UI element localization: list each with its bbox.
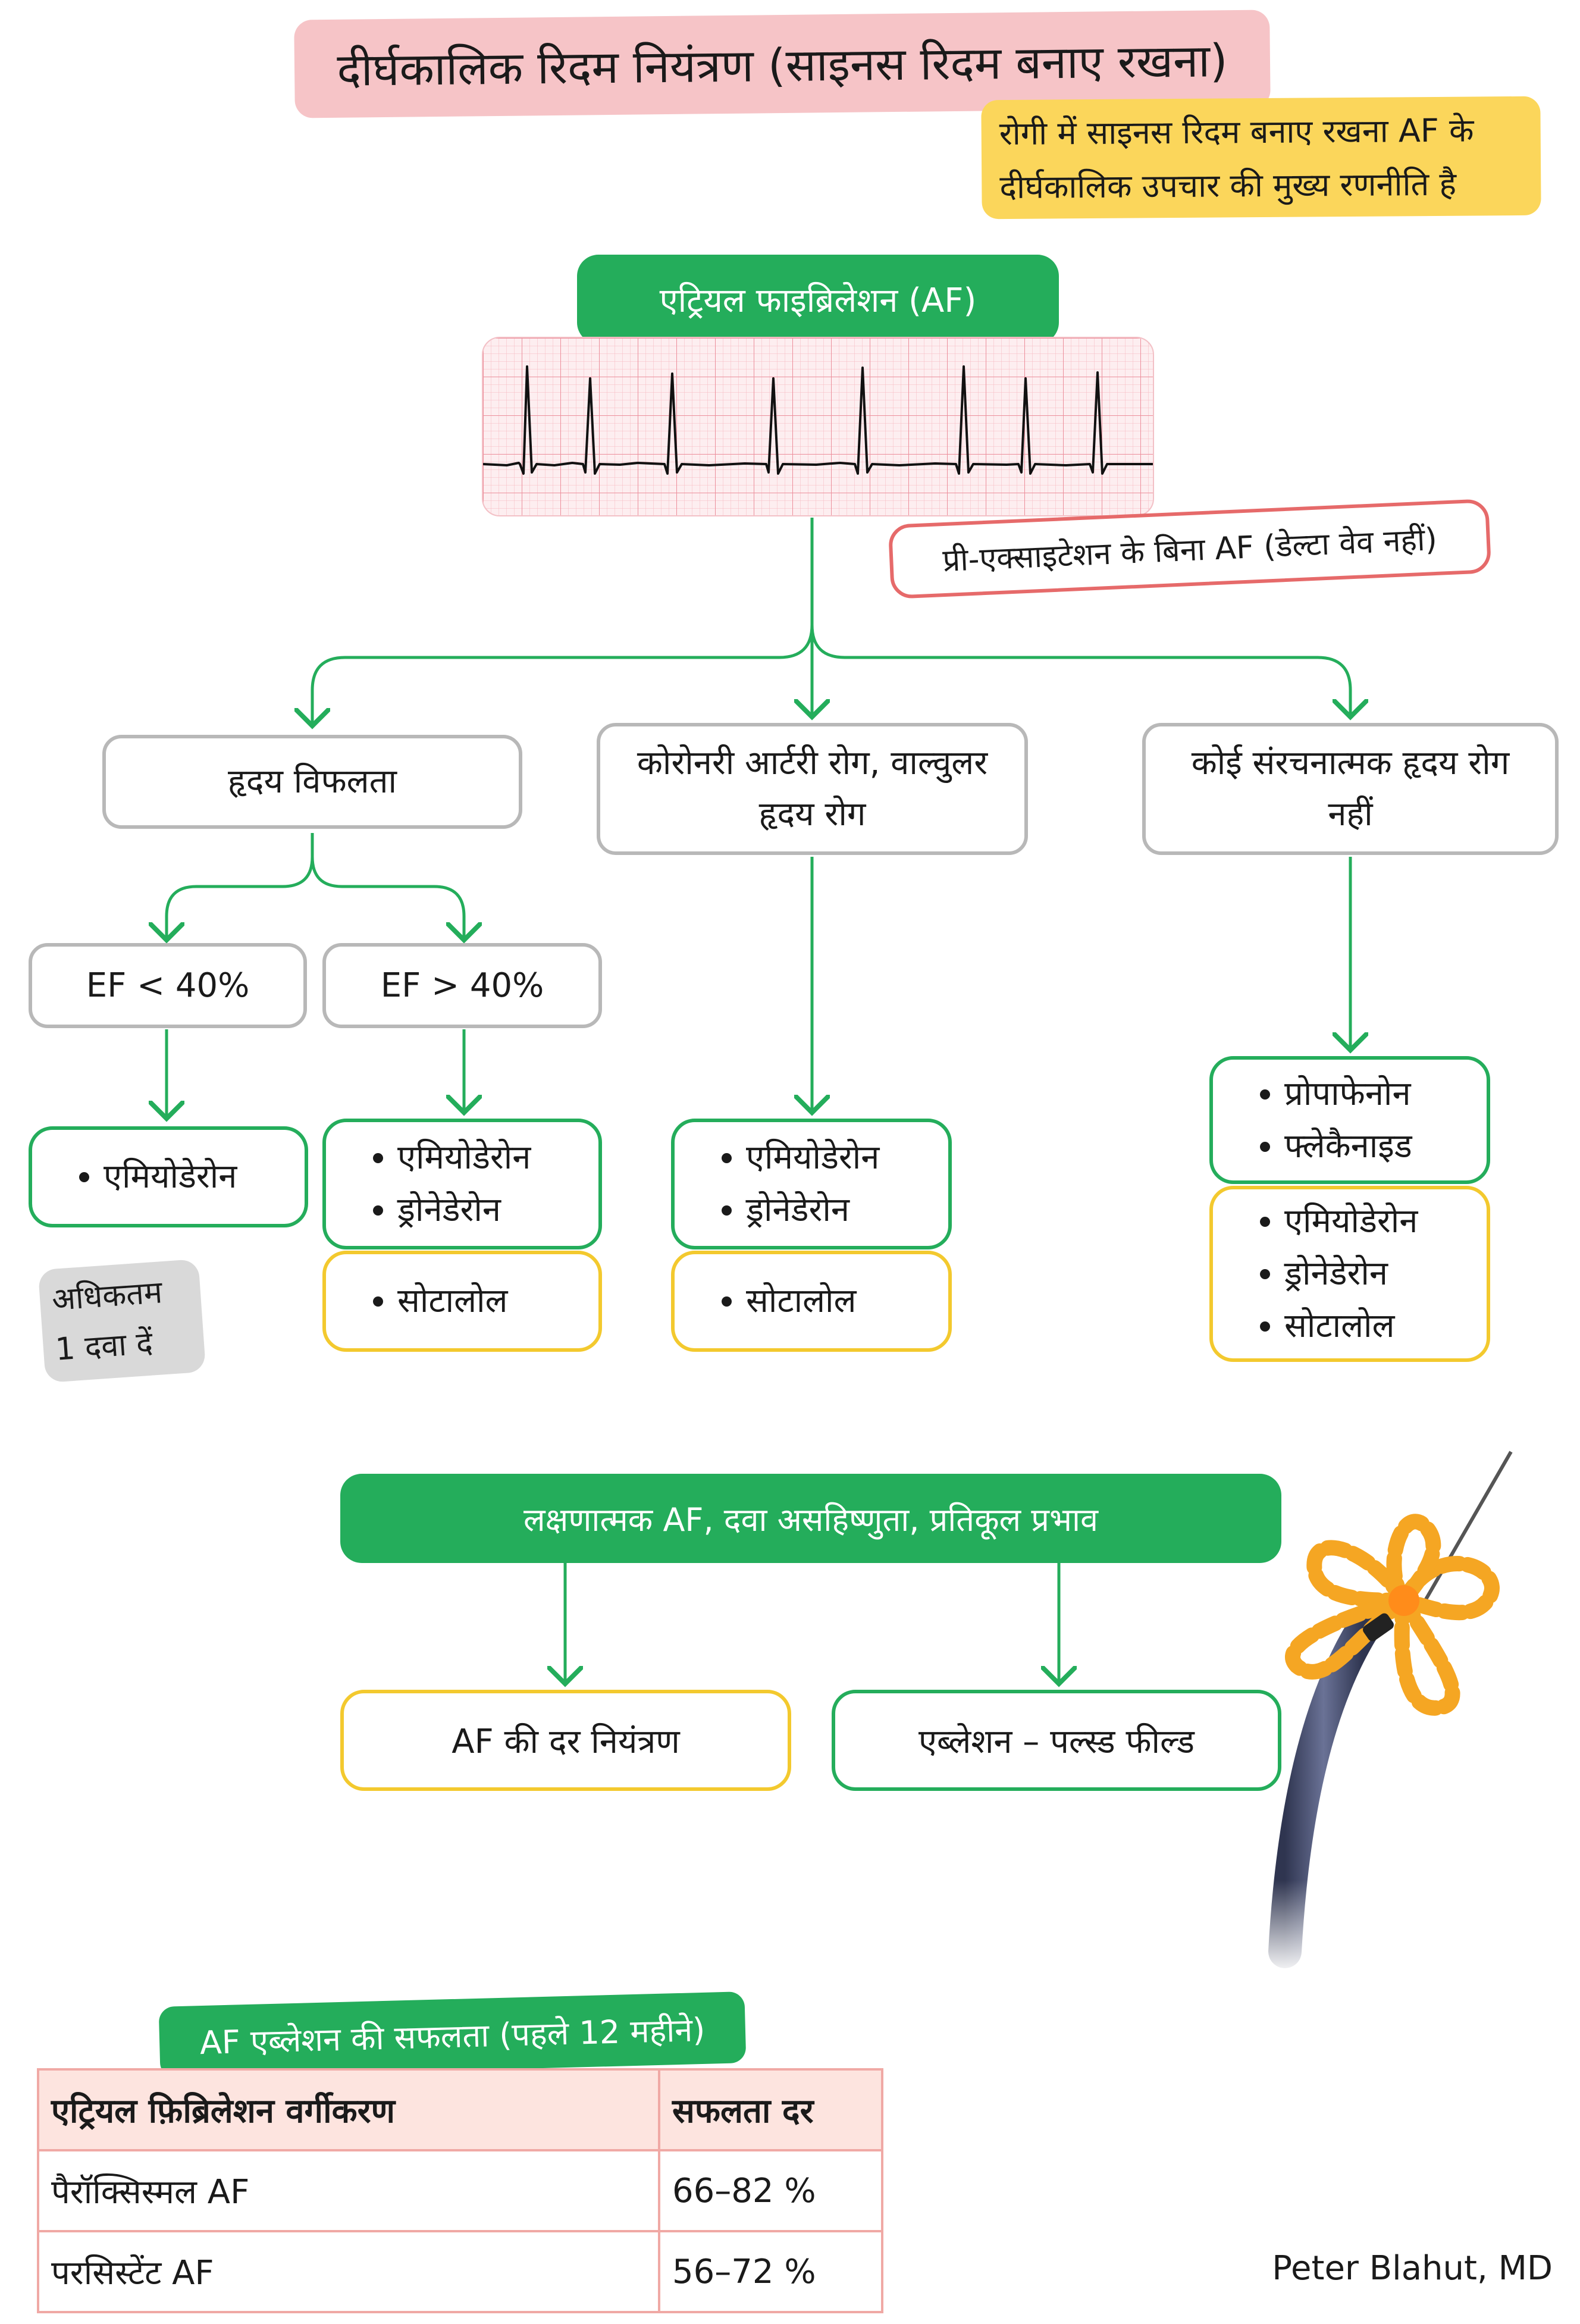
drug-item: प्रोपाफेनोन bbox=[1284, 1068, 1487, 1120]
coronary-drugs-yellow: सोटालोल bbox=[671, 1251, 952, 1352]
drug-item: ड्रोनेडेरोन bbox=[1284, 1248, 1487, 1300]
no-structural-label-line1: कोई संरचनात्मक हृदय रोग bbox=[1191, 744, 1510, 782]
author-credit: Peter Blahut, MD bbox=[1272, 2249, 1553, 2288]
ablation-box: एब्लेशन – पल्स्ड फील्ड bbox=[832, 1690, 1281, 1791]
max-note-line2: 1 दवा दें bbox=[54, 1325, 154, 1368]
no-structural-drugs-green: प्रोपाफेनोन फ्लेकैनाइड bbox=[1209, 1056, 1490, 1184]
connector-to-nostructural bbox=[810, 624, 1350, 717]
drug-item: फ्लेकैनाइड bbox=[1284, 1120, 1487, 1173]
drug-item: एमियोडेरोन bbox=[397, 1132, 598, 1184]
no-structural-box: कोई संरचनात्मक हृदय रोग नहीं bbox=[1142, 723, 1559, 855]
rate-control-box: AF की दर नियंत्रण bbox=[340, 1690, 791, 1791]
ef-low-box: EF < 40% bbox=[29, 943, 307, 1028]
connector-to-ef-high bbox=[311, 856, 464, 940]
coronary-drugs-green: एमियोडेरोन ड्रोनेडेरोन bbox=[671, 1119, 952, 1249]
max-one-drug-note: अधिकतम 1 दवा दें bbox=[37, 1258, 206, 1383]
no-structural-drugs-yellow: एमियोडेरोन ड्रोनेडेरोन सोटालोल bbox=[1209, 1186, 1490, 1362]
connector-to-ef-low bbox=[167, 833, 314, 940]
header-success-rate: सफलता दर bbox=[658, 2068, 883, 2151]
coronary-label-line1: कोरोनरी आर्टरी रोग, वाल्वुलर bbox=[637, 744, 988, 782]
ecg-icon bbox=[483, 338, 1153, 515]
coronary-label-line2: हृदय रोग bbox=[758, 795, 866, 834]
no-structural-label-line2: नहीं bbox=[1328, 795, 1373, 834]
drug-item: एमियोडेरोन bbox=[746, 1132, 948, 1184]
ef-high-box: EF > 40% bbox=[322, 943, 602, 1028]
table-row: पैरॉक्सिस्मल AF 66–82 % bbox=[37, 2149, 883, 2232]
rate-control-label: AF की दर नियंत्रण bbox=[452, 1722, 680, 1761]
coronary-box: कोरोनरी आर्टरी रोग, वाल्वुलर हृदय रोग bbox=[597, 723, 1028, 855]
ef-low-drugs-green: एमियोडेरोन bbox=[29, 1126, 308, 1227]
ef-high-drugs-green: एमियोडेरोन ड्रोनेडेरोन bbox=[322, 1119, 602, 1249]
ef-high-drugs-yellow: सोटालोल bbox=[322, 1251, 602, 1352]
drug-item: सोटालोल bbox=[1284, 1300, 1487, 1352]
drug-item: ड्रोनेडेरोन bbox=[746, 1184, 948, 1236]
cell-classification: परसिस्टेंट AF bbox=[37, 2230, 660, 2313]
af-header: एट्रियल फाइब्रिलेशन (AF) bbox=[577, 255, 1059, 344]
heart-failure-label: हृदय विफलता bbox=[227, 762, 397, 801]
heart-failure-box: हृदय विफलता bbox=[102, 735, 522, 829]
table-header-row: एट्रियल फ़िब्रिलेशन वर्गीकरण सफलता दर bbox=[37, 2068, 883, 2151]
drug-item: एमियोडेरोन bbox=[104, 1151, 305, 1203]
ablation-catheter-icon bbox=[1249, 1451, 1513, 1975]
cell-rate: 56–72 % bbox=[658, 2230, 883, 2313]
success-table: एट्रियल फ़िब्रिलेशन वर्गीकरण सफलता दर पै… bbox=[37, 2068, 883, 2313]
max-note-line1: अधिकतम bbox=[51, 1274, 164, 1318]
table-row: परसिस्टेंट AF 56–72 % bbox=[37, 2230, 883, 2313]
drug-item: सोटालोल bbox=[397, 1275, 598, 1327]
ablation-label: एब्लेशन – पल्स्ड फील्ड bbox=[918, 1722, 1195, 1761]
ef-high-label: EF > 40% bbox=[380, 966, 544, 1005]
ef-low-label: EF < 40% bbox=[86, 966, 250, 1005]
header-classification: एट्रियल फ़िब्रिलेशन वर्गीकरण bbox=[37, 2068, 660, 2151]
drug-item: एमियोडेरोन bbox=[1284, 1195, 1487, 1248]
connector-to-hf bbox=[312, 624, 814, 726]
drug-item: ड्रोनेडेरोन bbox=[397, 1184, 598, 1236]
symptomatic-header: लक्षणात्मक AF, दवा असहिष्णुता, प्रतिकूल … bbox=[340, 1474, 1281, 1563]
cell-classification: पैरॉक्सिस्मल AF bbox=[37, 2149, 660, 2232]
drug-item: सोटालोल bbox=[746, 1275, 948, 1327]
cell-rate: 66–82 % bbox=[658, 2149, 883, 2232]
ecg-strip-image bbox=[482, 337, 1154, 516]
